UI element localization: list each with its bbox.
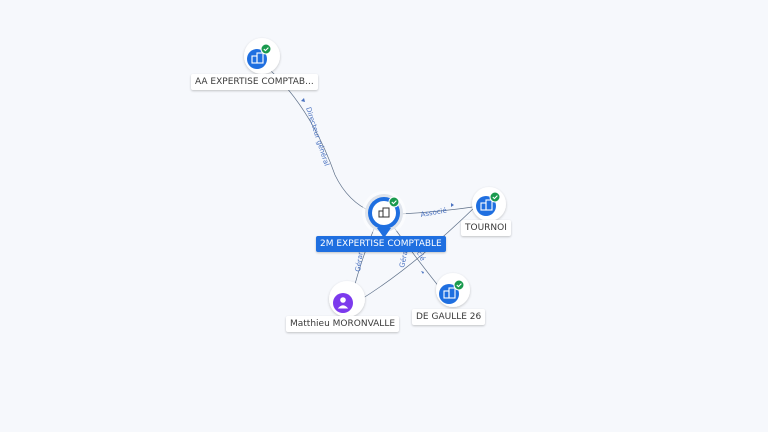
label-de-gaulle[interactable]: DE GAULLE 26 [412,309,486,325]
edge-aa-to-main[interactable] [269,69,373,213]
building-icon [480,199,493,211]
edge-arrow [301,98,305,102]
verified-icon [453,279,465,291]
label-aa-expertise[interactable]: AA EXPERTISE COMPTAB... [191,74,318,90]
edges [269,69,481,301]
node-person[interactable] [329,281,365,317]
edge-label-main-tournoi: Associé [420,206,447,218]
label-2m-expertise[interactable]: 2M EXPERTISE COMPTABLE [316,236,446,252]
building-icon [251,52,264,64]
node-de-gaulle[interactable] [436,273,470,307]
edge-person-to-degaulle[interactable] [359,206,476,301]
verified-icon [388,196,400,208]
node-aa-expertise[interactable] [244,38,280,74]
node-2m-expertise[interactable] [362,191,406,238]
edge-label-aa-main: Directeur général [304,106,331,167]
node-tournoi[interactable] [472,187,506,221]
verified-icon [489,191,501,203]
edge-arrow [421,271,424,274]
edge-main-to-degaulle[interactable] [389,221,441,289]
building-icon [378,207,390,218]
edge-arrow [451,203,454,207]
person-icon [337,297,349,309]
edge-label-person-main: Gérant [354,247,365,272]
building-icon [443,287,456,299]
label-person[interactable]: Matthieu MORONVALLE [286,316,400,332]
label-tournoi[interactable]: TOURNOI [461,220,511,236]
verified-icon [260,43,272,55]
